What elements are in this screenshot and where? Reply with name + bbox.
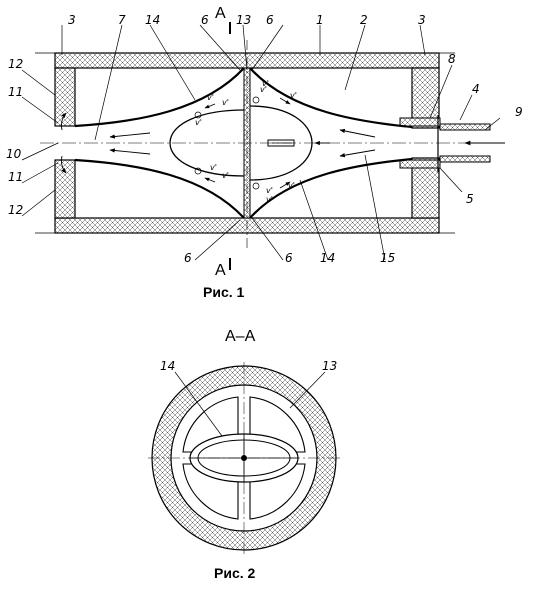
part-label: 6 [266,13,274,27]
part-label: 10 [6,147,22,161]
part-label: 2 [360,13,368,27]
part-label: 6 [285,251,293,265]
part-label: 14 [145,13,160,27]
part-label: 15 [380,251,395,265]
part-label: 5 [466,192,474,206]
svg-text:v': v' [260,85,267,94]
partition-disk [243,40,251,248]
svg-text:v': v' [266,195,273,204]
part-label: 11 [8,170,23,184]
svg-text:v': v' [262,79,269,88]
svg-text:A: A [215,262,226,279]
figure-1-caption: Рис. 1 [203,284,245,300]
svg-text:v': v' [288,181,295,190]
svg-text:v': v' [207,93,214,102]
svg-text:A: A [215,5,226,22]
flow-arrows [61,96,505,190]
part-label: 4 [472,82,480,96]
svg-text:v': v' [266,186,273,195]
part-label: 7 [118,13,126,27]
channel-contours [74,67,413,219]
part-label: 14 [320,251,335,265]
svg-text:v': v' [222,171,229,180]
svg-text:v': v' [210,163,217,172]
part-label: 13 [322,359,337,373]
part-label: 9 [515,105,523,119]
figure-2-caption: Рис. 2 [214,565,256,581]
part-label: 6 [201,13,209,27]
svg-text:v': v' [195,118,202,127]
part-label: 14 [160,359,175,373]
flow-velocity-marks: v' v' v' v' v' v' v' v' v' v' v' [195,79,297,204]
figure-2: А–А 14 13 Рис. 2 [148,328,340,581]
part-labels: 3 7 14 6 13 6 1 2 3 8 4 9 12 11 10 11 12… [6,13,523,265]
section-cut-marks: A A [215,5,231,279]
part-label: 1 [316,13,324,27]
part-label: 12 [8,203,23,217]
part-label: 8 [448,52,456,66]
figure-1: v' v' v' v' v' v' v' v' v' v' v' A A [6,5,523,300]
part-label: 12 [8,57,23,71]
part-label: 6 [184,251,192,265]
svg-text:v': v' [290,91,297,100]
part-label: 13 [236,13,251,27]
part-label: 3 [418,13,426,27]
part-label: 11 [8,85,23,99]
section-title: А–А [225,328,256,345]
quadrant-windows [182,396,306,520]
leader-lines [21,24,501,261]
part-label: 3 [68,13,76,27]
inlet-pipe [399,115,491,172]
svg-text:v': v' [222,98,229,107]
